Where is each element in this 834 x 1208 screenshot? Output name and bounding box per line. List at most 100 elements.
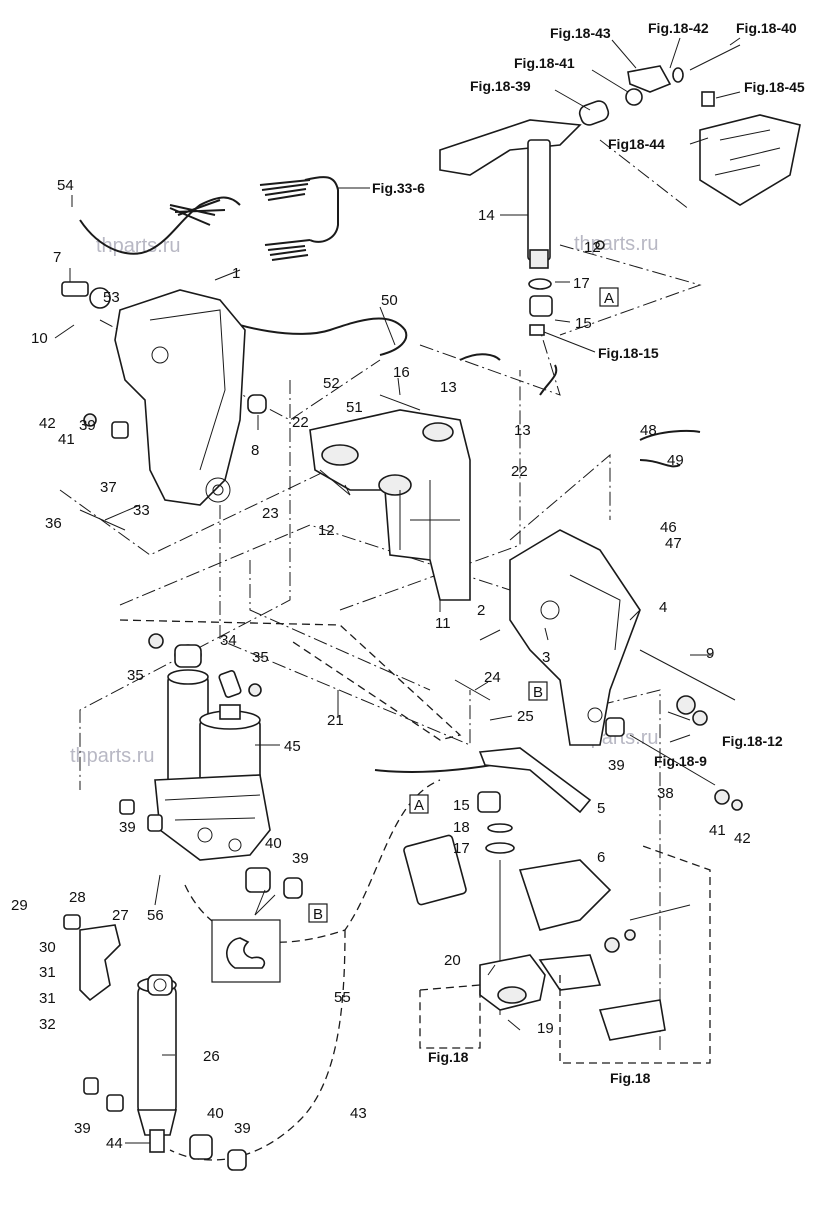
mark-a: A bbox=[604, 290, 614, 307]
callout: 52 bbox=[323, 375, 340, 392]
callout: 46 bbox=[660, 519, 677, 536]
callout: 35 bbox=[252, 649, 269, 666]
callout: 51 bbox=[346, 399, 363, 416]
part-callouts: 1 2 3 4 5 6 7 8 9 10 11 12 12 13 13 14 1… bbox=[11, 177, 751, 1152]
fig-ref: Fig.18-12 bbox=[722, 733, 783, 749]
leader-lines bbox=[54, 37, 741, 1144]
figure-references: Fig.18-43 Fig.18-42 Fig.18-40 Fig.18-41 … bbox=[372, 20, 805, 1086]
callout: 4 bbox=[659, 599, 667, 616]
callout: 44 bbox=[106, 1135, 123, 1152]
callout: 34 bbox=[220, 632, 237, 649]
fig-ref: Fig.18 bbox=[610, 1070, 651, 1086]
mark-a: A bbox=[414, 797, 424, 814]
callout: 16 bbox=[393, 364, 410, 381]
fig-ref: Fig.18-43 bbox=[550, 25, 611, 41]
fig18-box-right bbox=[559, 844, 711, 1064]
callout: 19 bbox=[537, 1020, 554, 1037]
callout: 7 bbox=[53, 249, 61, 266]
clamp-bracket-left bbox=[61, 281, 246, 506]
callout: 18 bbox=[453, 819, 470, 836]
lower-mount-assembly bbox=[403, 747, 666, 1041]
callout: 8 bbox=[251, 442, 259, 459]
callout: 15 bbox=[453, 797, 470, 814]
callout: 32 bbox=[39, 1016, 56, 1033]
watermark: thparts.ru bbox=[70, 745, 154, 767]
callout: 24 bbox=[484, 669, 501, 686]
callout: 50 bbox=[381, 292, 398, 309]
callout: 9 bbox=[706, 645, 714, 662]
callout: 36 bbox=[45, 515, 62, 532]
callout: 45 bbox=[284, 738, 301, 755]
callout: 47 bbox=[665, 535, 682, 552]
callout: 48 bbox=[640, 422, 657, 439]
tilt-cylinder bbox=[63, 914, 178, 1153]
callout: 41 bbox=[58, 431, 75, 448]
callout: 20 bbox=[444, 952, 461, 969]
callout: 10 bbox=[31, 330, 48, 347]
callout: 27 bbox=[112, 907, 129, 924]
callout: 33 bbox=[133, 502, 150, 519]
bracket-outline bbox=[119, 619, 462, 741]
hose-43 bbox=[169, 929, 346, 1161]
callout: 39 bbox=[608, 757, 625, 774]
callout: 29 bbox=[11, 897, 28, 914]
bushings bbox=[83, 421, 625, 1171]
callout: 6 bbox=[597, 849, 605, 866]
wiring-harness bbox=[79, 176, 701, 773]
fig18-box-left bbox=[419, 984, 481, 1049]
power-trim-tilt-unit bbox=[148, 633, 271, 861]
callout: 11 bbox=[435, 615, 451, 632]
callout: 39 bbox=[119, 819, 136, 836]
shafts-and-bolts bbox=[79, 240, 743, 921]
callout: 25 bbox=[517, 708, 534, 725]
watermark: thparts.ru bbox=[574, 233, 658, 255]
callout: 53 bbox=[103, 289, 120, 306]
callout: 35 bbox=[127, 667, 144, 684]
fig-ref: Fig.18-42 bbox=[648, 20, 709, 36]
callout: 13 bbox=[514, 422, 531, 439]
callout: 43 bbox=[350, 1105, 367, 1122]
callout: 5 bbox=[597, 800, 605, 817]
callout: 23 bbox=[262, 505, 279, 522]
swivel-bracket bbox=[309, 409, 471, 601]
callout: 17 bbox=[573, 275, 590, 292]
callout: 31 bbox=[39, 964, 56, 981]
callout: 28 bbox=[69, 889, 86, 906]
fig-ref: Fig.18 bbox=[428, 1049, 469, 1065]
callout: 39 bbox=[292, 850, 309, 867]
fig-ref: Fig.18-9 bbox=[654, 753, 707, 769]
callout: 22 bbox=[511, 463, 528, 480]
callout: 15 bbox=[575, 315, 592, 332]
callout: 37 bbox=[100, 479, 117, 496]
steering-arm-assembly bbox=[439, 44, 801, 336]
fig-ref: Fig.18-15 bbox=[598, 345, 659, 361]
callout: 40 bbox=[207, 1105, 224, 1122]
callout: 13 bbox=[440, 379, 457, 396]
fig-ref: Fig.18-40 bbox=[736, 20, 797, 36]
callout: 38 bbox=[657, 785, 674, 802]
callout: 42 bbox=[734, 830, 751, 847]
callout: 14 bbox=[478, 207, 495, 224]
callout: 22 bbox=[292, 414, 309, 431]
callout: 55 bbox=[334, 989, 351, 1006]
callout: 39 bbox=[74, 1120, 91, 1137]
callout: 17 bbox=[453, 840, 470, 857]
callout: 26 bbox=[203, 1048, 220, 1065]
clamp-bracket-right bbox=[509, 529, 641, 746]
callout: 41 bbox=[709, 822, 726, 839]
callout: 2 bbox=[477, 602, 485, 619]
fig-ref: Fig18-44 bbox=[608, 136, 665, 152]
callout: 39 bbox=[234, 1120, 251, 1137]
callout: 12 bbox=[584, 239, 601, 256]
callout: 21 bbox=[327, 712, 344, 729]
callout: 40 bbox=[265, 835, 282, 852]
fig-ref: Fig.18-41 bbox=[514, 55, 575, 71]
mark-b: B bbox=[533, 684, 543, 701]
mark-b: B bbox=[313, 906, 323, 923]
callout: 39 bbox=[79, 417, 96, 434]
callout: 1 bbox=[232, 265, 240, 282]
clip-detail-inset bbox=[211, 889, 281, 983]
callout: 12 bbox=[318, 522, 335, 539]
reference-marks: A A B B bbox=[308, 287, 619, 923]
